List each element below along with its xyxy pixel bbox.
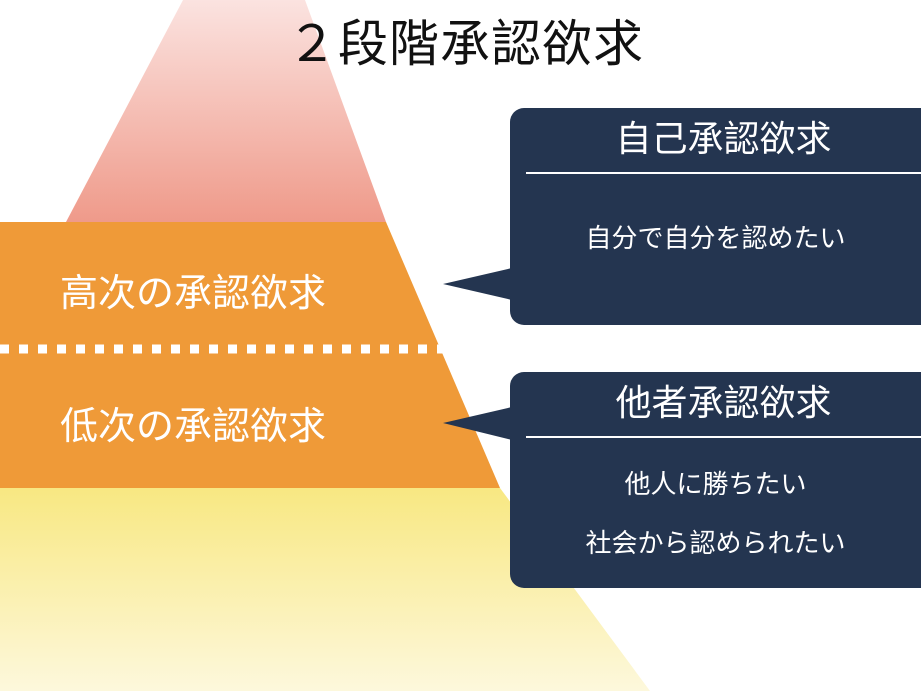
callout-heading: 他者承認欲求: [526, 372, 921, 438]
pyramid-top-layer: [66, 0, 386, 222]
layer-label-low: 低次の承認欲求: [60, 404, 327, 448]
pyramid-bottom-layer: [0, 488, 650, 691]
callout-line: 自分で自分を認めたい: [585, 224, 846, 254]
callout-heading: 自己承認欲求: [526, 108, 921, 174]
callout-line: 社会から認められたい: [585, 529, 846, 559]
title-text: ２段階承認欲求: [287, 15, 644, 73]
callout-pointer-2: [443, 407, 512, 440]
callout-pointer-1: [443, 268, 512, 300]
callout-self-approval: 自己承認欲求 自分で自分を認めたい: [510, 108, 921, 325]
page-title: ２段階承認欲求: [0, 4, 921, 76]
callout-line: 他人に勝ちたい: [624, 470, 807, 500]
pyramid-orange-layer: [0, 222, 500, 488]
callout-other-approval: 他者承認欲求 他人に勝ちたい 社会から認められたい: [510, 372, 921, 588]
layer-label-high: 高次の承認欲求: [60, 271, 327, 315]
